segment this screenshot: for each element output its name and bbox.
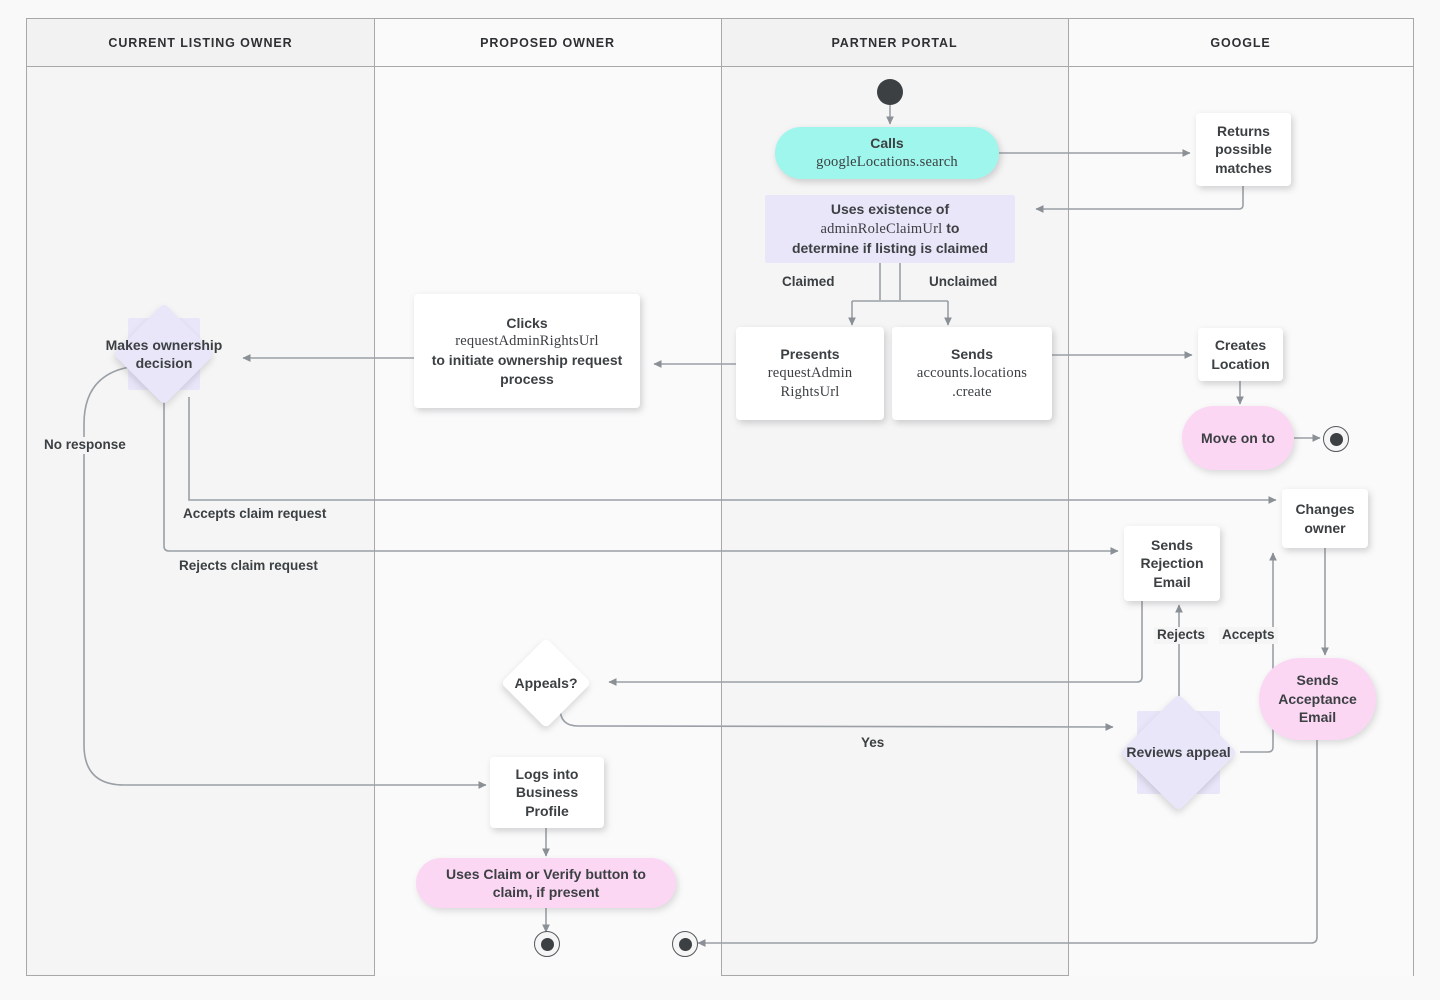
node-title: Presents — [780, 346, 840, 363]
lane-header-current-listing-owner: CURRENT LISTING OWNER — [27, 19, 374, 67]
node-makes-ownership-decision[interactable]: Makes ownership decision — [106, 303, 222, 405]
lane-header-label: CURRENT LISTING OWNER — [108, 35, 293, 50]
node-label: Creates Location — [1211, 337, 1270, 372]
node-changes-owner[interactable]: Changes owner — [1282, 489, 1368, 548]
lane-divider-1 — [374, 19, 375, 976]
end-node-google — [1323, 426, 1349, 452]
node-label: Makes ownership decision — [105, 336, 223, 371]
node-label: Sends Acceptance Email — [1278, 672, 1357, 726]
lane-header-label: PARTNER PORTAL — [831, 35, 958, 50]
lane-header-partner-portal: PARTNER PORTAL — [721, 19, 1068, 67]
node-label: Reviews appeal — [1126, 744, 1231, 761]
node-param: adminRoleClaimUrl — [820, 220, 943, 237]
node-sends-rejection-email[interactable]: Sends Rejection Email — [1124, 526, 1220, 601]
edge-label-unclaimed: Unclaimed — [926, 274, 1001, 291]
lane-header-label: PROPOSED OWNER — [480, 35, 615, 50]
node-creates-location[interactable]: Creates Location — [1198, 328, 1283, 381]
node-param: requestAdmin RightsUrl — [767, 364, 853, 400]
edge-label-rejects-claim-request: Rejects claim request — [176, 558, 321, 575]
node-line-2: adminRoleClaimUrl to — [792, 219, 988, 239]
edge-label-no-response: No response — [41, 437, 126, 454]
node-uses-existence-admin-role-claim-url[interactable]: Uses existence of adminRoleClaimUrl to d… — [765, 195, 1015, 263]
node-returns-possible-matches[interactable]: Returns possible matches — [1196, 113, 1291, 186]
node-label: Sends Rejection Email — [1140, 536, 1204, 590]
lane-header-label: GOOGLE — [1210, 35, 1271, 50]
end-node-proposed-owner — [534, 931, 560, 957]
edge-label-rejects: Rejects — [1154, 627, 1209, 644]
node-desc: to initiate ownership request process — [431, 352, 623, 387]
edge-label-accepts-claim-request: Accepts claim request — [180, 506, 330, 523]
node-title: Calls — [870, 135, 904, 152]
node-title: Clicks — [506, 314, 548, 331]
node-label: Changes owner — [1295, 501, 1355, 536]
lane-divider-3 — [1068, 19, 1069, 976]
node-param: requestAdminRightsUrl — [455, 333, 599, 350]
node-sends-accounts-locations-create[interactable]: Sends accounts.locations .create — [892, 327, 1052, 420]
node-clicks-request-admin-rights-url[interactable]: Clicks requestAdminRightsUrl to initiate… — [414, 294, 640, 408]
end-node-core — [1329, 432, 1343, 446]
edge-label-claimed: Claimed — [779, 274, 838, 291]
node-title: Sends — [950, 346, 993, 363]
node-label: Returns possible matches — [1215, 122, 1272, 176]
start-node — [877, 79, 903, 105]
lane-divider-2 — [721, 19, 722, 976]
node-logs-into-business-profile[interactable]: Logs into Business Profile — [490, 757, 604, 828]
node-label: Logs into Business Profile — [515, 765, 579, 819]
node-line-1: Uses existence of — [830, 201, 950, 218]
edge-label-accepts: Accepts — [1219, 627, 1278, 644]
lane-header-google: GOOGLE — [1068, 19, 1413, 67]
node-reviews-appeal[interactable]: Reviews appeal — [1119, 693, 1238, 812]
node-line-3: determine if listing is claimed — [791, 240, 989, 257]
node-line-2-suffix: to — [942, 219, 960, 236]
lane-body-proposed-owner — [374, 67, 721, 976]
lane-header-proposed-owner: PROPOSED OWNER — [374, 19, 721, 67]
node-label: Move on to — [1201, 429, 1275, 446]
edge-label-yes: Yes — [858, 735, 888, 752]
node-label: Appeals? — [514, 674, 578, 691]
end-node-partner-portal — [672, 931, 698, 957]
node-method: accounts.locations .create — [916, 364, 1028, 400]
end-node-core — [678, 937, 692, 951]
end-node-core — [540, 937, 554, 951]
node-appeals[interactable]: Appeals? — [500, 637, 592, 729]
node-uses-claim-or-verify-button[interactable]: Uses Claim or Verify button to claim, if… — [416, 858, 676, 908]
node-move-on-to[interactable]: Move on to — [1182, 406, 1294, 470]
node-sends-acceptance-email[interactable]: Sends Acceptance Email — [1259, 658, 1376, 740]
node-method: googleLocations.search — [816, 153, 958, 170]
node-label: Uses Claim or Verify button to claim, if… — [446, 865, 646, 900]
node-calls-google-locations-search[interactable]: Calls googleLocations.search — [775, 127, 999, 179]
node-presents-request-admin-rights-url[interactable]: Presents requestAdmin RightsUrl — [736, 327, 884, 420]
